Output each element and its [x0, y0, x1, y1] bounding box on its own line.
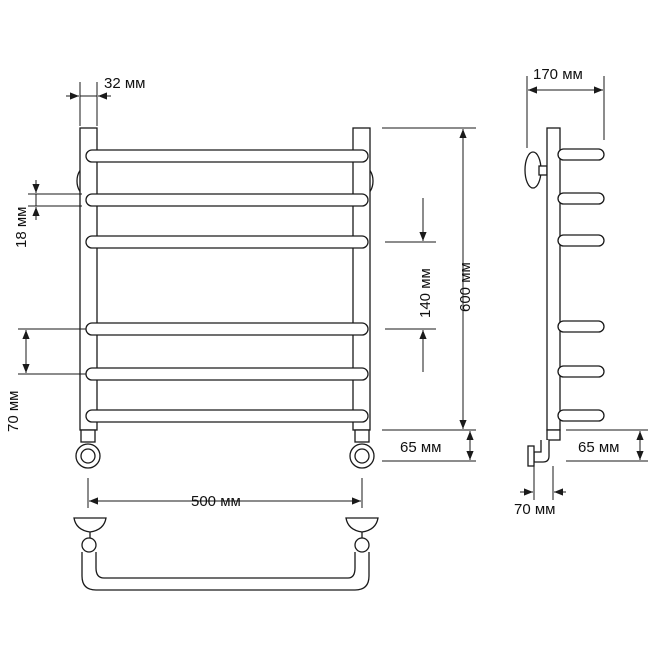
- side-rail-1: [557, 148, 605, 161]
- top-rail-outline: [81, 552, 370, 591]
- side-elbow: [533, 440, 550, 463]
- front-dimension-lines: [18, 82, 476, 508]
- rail-6: [85, 409, 369, 423]
- label-depth: 170 мм: [533, 66, 583, 83]
- label-rail-spacing: 70 мм: [5, 391, 22, 432]
- rail-3: [85, 235, 369, 249]
- front-view: [75, 127, 375, 469]
- side-dimension-lines: [520, 76, 648, 500]
- label-bottom-offset-front: 65 мм: [400, 439, 441, 456]
- label-wall-offset: 70 мм: [514, 501, 555, 518]
- side-rail-6: [557, 409, 605, 422]
- side-rail-4: [557, 320, 605, 333]
- label-rail-thickness: 18 мм: [13, 207, 30, 248]
- front-right-fitting: [354, 429, 370, 443]
- label-width: 500 мм: [191, 493, 241, 510]
- rail-2: [85, 193, 369, 207]
- front-right-post: [352, 127, 371, 431]
- side-rail-3: [557, 234, 605, 247]
- rail-4: [85, 322, 369, 336]
- top-right-flange: [345, 517, 379, 533]
- top-view: [73, 517, 379, 591]
- side-rail-5: [557, 365, 605, 378]
- rail-1: [85, 149, 369, 163]
- label-height: 600 мм: [457, 262, 474, 312]
- label-pipe-width: 32 мм: [104, 75, 145, 92]
- side-bottom-fitting: [546, 429, 561, 441]
- front-left-post: [79, 127, 98, 431]
- label-bottom-offset-side: 65 мм: [578, 439, 619, 456]
- side-view: [524, 127, 605, 467]
- top-right-post: [354, 537, 370, 553]
- top-left-post: [81, 537, 97, 553]
- rail-5: [85, 367, 369, 381]
- front-left-fitting: [80, 429, 96, 443]
- label-middle-gap: 140 мм: [417, 268, 434, 318]
- top-left-flange: [73, 517, 107, 533]
- side-rail-2: [557, 192, 605, 205]
- side-post: [546, 127, 561, 431]
